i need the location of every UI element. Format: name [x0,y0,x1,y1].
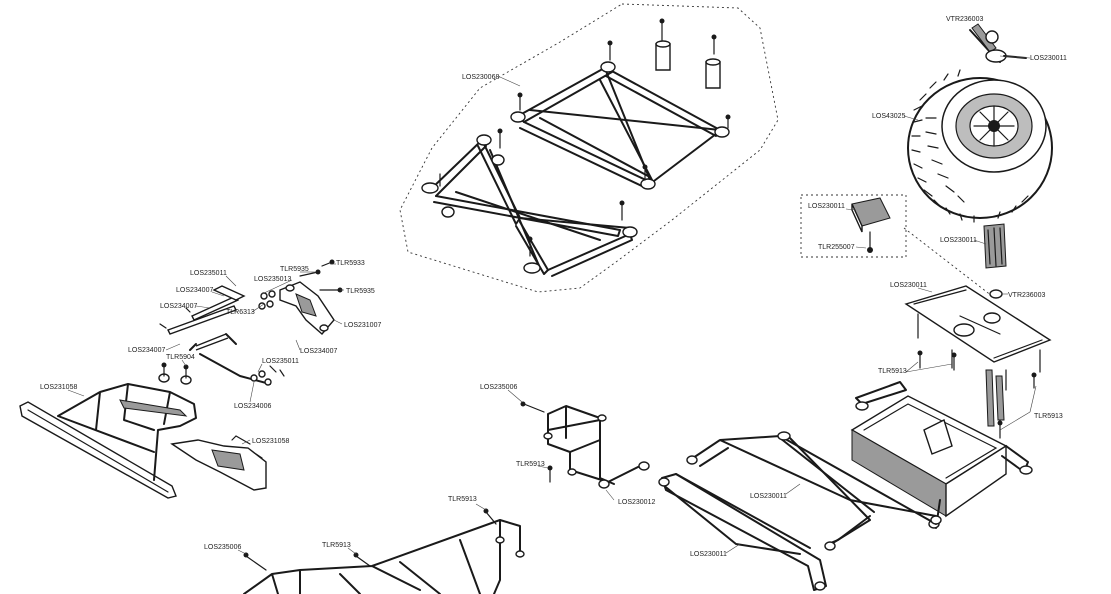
label-los235013: LOS235013 [254,276,291,283]
bumper-cage [57,383,197,481]
roof-rack-bolts [439,18,731,257]
label-los230011-mid: LOS230011 [940,237,977,244]
label-los235011-b: LOS235011 [262,358,299,365]
label-tlr5904: TLR5904 [166,354,195,361]
bracket-group: LOS235006 TLR5913 LOS230012 [480,384,655,506]
label-tlr5913-b: TLR5913 [1034,413,1063,420]
roof-rack-dashed-outline [399,3,779,293]
rod-1 [191,295,239,321]
label-los230011-low2: LOS230011 [690,551,727,558]
label-tlr5913-e: TLR5913 [322,542,351,549]
label-los230012: LOS230012 [618,499,655,506]
rod-2 [167,305,237,335]
label-los234007-c: LOS234007 [128,347,165,354]
label-los231058-b: LOS231058 [252,438,289,445]
label-tlr5913-d: TLR5913 [448,496,477,503]
spare-tire-group: VTR236003 LOS230011 LOS43025 LOS2300 [800,16,1067,299]
label-los235011-a: LOS235011 [190,270,227,277]
roof-rack-group: LOS230068 [399,3,779,293]
front-bumper-group: LOS235011 LOS234007 LOS234007 LOS234007 … [19,259,381,499]
rod-3 [195,333,229,351]
label-vtr236003-top: VTR236003 [946,16,983,23]
label-los230068: LOS230068 [462,74,499,81]
label-vtr236003-mid: VTR236003 [1008,292,1045,299]
label-los231058-a: LOS231058 [40,384,77,391]
side-frame-lower [661,473,827,591]
label-tlr6313: TLR6313 [226,309,255,316]
label-los43025: LOS43025 [872,113,906,120]
label-los231007: LOS231007 [344,322,381,329]
mount-detail-box [800,194,907,258]
label-los235006-a: LOS235006 [480,384,517,391]
link-rod [189,343,271,385]
chassis-bottom-frame [243,519,521,594]
tray-group: LOS230011 TLR5913 TLR5913 [850,282,1063,529]
label-los234007-d: LOS234007 [300,348,337,355]
roof-rack-frame [421,61,730,277]
label-los230011-box: LOS230011 [808,203,845,210]
standoff-posts [655,40,721,89]
label-los234007-b: LOS234007 [160,303,197,310]
label-tlr5933: TLR5933 [336,260,365,267]
spare-tire [907,69,1053,223]
label-los230011-top: LOS230011 [1030,55,1067,62]
label-tlr5935-b: TLR5935 [346,288,375,295]
label-los234007-a: LOS234007 [176,287,213,294]
label-tlr5913-a: TLR5913 [878,368,907,375]
label-los230011-low1: LOS230011 [750,493,787,500]
bracket-los230012 [547,405,641,485]
side-frame-group: LOS230011 LOS230011 [658,431,942,591]
label-tlr5913-c: TLR5913 [516,461,545,468]
label-los235006-b: LOS235006 [204,544,241,551]
label-tlr5935-a: TLR5935 [280,266,309,273]
chassis-bottom-group: TLR5913 TLR5913 LOS235006 [204,496,525,594]
label-los230011-tray: LOS230011 [890,282,927,289]
label-los234006: LOS234006 [234,403,271,410]
label-tlr255007: TLR255007 [818,244,855,251]
